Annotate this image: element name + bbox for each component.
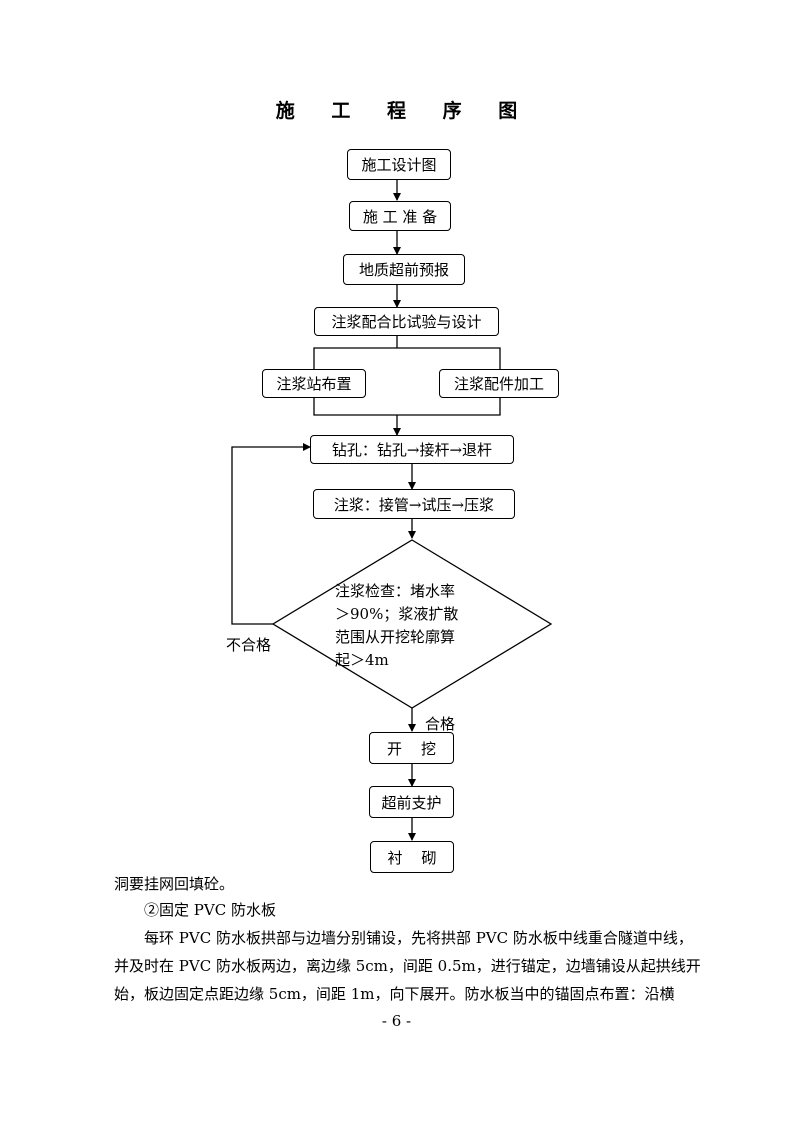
split-bracket (313, 347, 501, 369)
page-number: - 6 - (381, 1012, 412, 1030)
body-line: 每环 PVC 防水板拱部与边墙分别铺设，先将拱部 PVC 防水板中线重合隧道中线… (144, 929, 693, 947)
check-line: 起＞4m (335, 651, 389, 669)
node-advance-support: 超前支护 (369, 786, 454, 818)
node-grout-mix-design: 注浆配合比试验与设计 (314, 307, 499, 336)
node-excavation: 开 挖 (369, 732, 454, 764)
node-lining: 衬 砌 (370, 841, 454, 873)
node-grouting: 注浆：接管→试压→压浆 (313, 489, 515, 519)
page-title: 施 工 程 序 图 (275, 100, 533, 122)
fail-loop-arrow (231, 443, 311, 625)
check-criteria-text: 注浆检查：堵水率 ＞90%；浆液扩散 范围从开挖轮廓算 起＞4m (335, 580, 495, 672)
fail-label: 不合格 (226, 636, 272, 654)
node-grout-station: 注浆站布置 (262, 369, 366, 398)
check-line: ＞90%；浆液扩散 (335, 605, 459, 623)
check-line: 范围从开挖轮廓算 (335, 628, 456, 646)
node-drilling: 钻孔：钻孔→接杆→退杆 (310, 435, 514, 464)
pass-label: 合格 (425, 715, 456, 733)
body-line: 并及时在 PVC 防水板两边，离边缘 5cm，间距 0.5m，进行锚定，边墙铺设… (114, 957, 701, 975)
section-heading: ②固定 PVC 防水板 (144, 901, 276, 919)
body-line: 始，板边固定点距边缘 5cm，间距 1m，向下展开。防水板当中的锚固点布置：沿横 (114, 985, 675, 1003)
node-preparation: 施 工 准 备 (349, 201, 451, 231)
merge-bracket (313, 398, 501, 416)
body-line: 洞要挂网回填砼。 (114, 875, 235, 893)
node-design-drawing: 施工设计图 (347, 149, 451, 180)
node-geology-forecast: 地质超前预报 (343, 254, 465, 285)
check-line: 注浆检查：堵水率 (335, 582, 456, 600)
node-grout-parts: 注浆配件加工 (439, 369, 559, 398)
